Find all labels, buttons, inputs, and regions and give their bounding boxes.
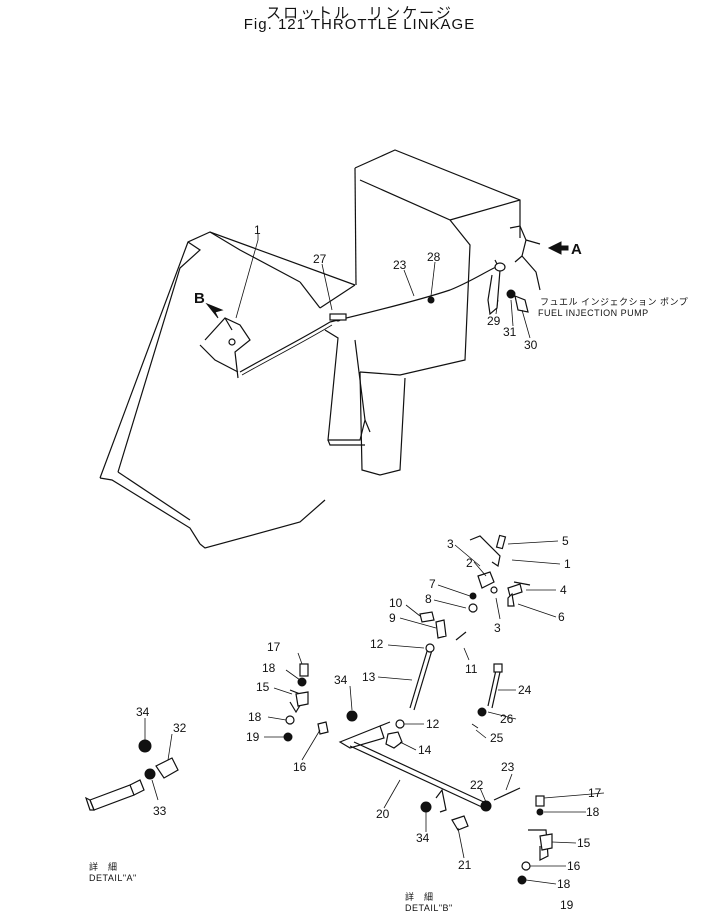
callout-18d: 18	[557, 877, 571, 891]
callout-1: 1	[254, 223, 261, 237]
callout-10: 10	[389, 596, 403, 610]
callout-6: 6	[558, 610, 565, 624]
callout-23b: 23	[501, 760, 515, 774]
pump-label-japanese: フュエル インジェクション ポンプ	[540, 297, 688, 307]
callout-18: 18	[262, 661, 276, 675]
callout-17b: 17	[588, 786, 602, 800]
pedal-linkage-main	[199, 313, 347, 379]
callout-22: 22	[470, 778, 484, 792]
fuel-injection-pump-lever	[427, 225, 541, 316]
callout-18b: 18	[248, 710, 262, 724]
detail-b-parts	[283, 534, 553, 885]
callout-26: 26	[500, 712, 514, 726]
callout-33: 33	[153, 804, 167, 818]
detail-a-parts	[84, 718, 179, 811]
callout-16: 16	[293, 760, 307, 774]
callout-20: 20	[376, 807, 390, 821]
callout-5: 5	[562, 534, 569, 548]
callout-3: 3	[447, 537, 454, 551]
pump-label: FUEL INJECTION PUMP	[538, 308, 649, 318]
figure-title: Fig. 121 THROTTLE LINKAGE	[243, 16, 476, 33]
callout-30: 30	[524, 338, 538, 352]
callout-14: 14	[418, 743, 432, 757]
callout-15: 15	[256, 680, 270, 694]
callout-24: 24	[518, 683, 532, 697]
callout-31: 31	[503, 325, 517, 339]
view-arrow-a-label: A	[571, 241, 582, 258]
callout-21: 21	[458, 858, 472, 872]
callout-15b: 15	[577, 836, 591, 850]
view-arrow-b-label: B	[194, 290, 205, 307]
callout-2: 2	[466, 556, 473, 570]
callout-12: 12	[370, 637, 384, 651]
callout-32: 32	[173, 721, 187, 735]
callout-4: 4	[560, 583, 567, 597]
callout-34b: 34	[136, 705, 150, 719]
callout-11: 11	[465, 662, 478, 676]
callout-23: 23	[393, 258, 407, 272]
callout-9: 9	[389, 611, 396, 625]
cab-body-outline	[99, 149, 521, 549]
callout-1-detail: 1	[564, 557, 571, 571]
callout-12b: 12	[426, 717, 440, 731]
callout-leaders-main	[235, 234, 531, 339]
callout-7: 7	[429, 577, 436, 591]
callout-34: 34	[334, 673, 348, 687]
callout-17: 17	[267, 640, 281, 654]
callout-16b: 16	[567, 859, 581, 873]
detail-b-caption-japanese: 詳 細	[405, 891, 434, 902]
callout-8: 8	[425, 592, 432, 606]
callout-27: 27	[313, 252, 327, 266]
callout-29: 29	[487, 314, 501, 328]
detail-b-caption: DETAIL"B"	[405, 903, 453, 913]
callout-18c: 18	[586, 805, 600, 819]
figure-title-japanese: スロットル リンケージ	[266, 5, 453, 22]
view-arrow-b: B	[194, 290, 224, 319]
detail-a-caption: DETAIL"A"	[89, 873, 137, 883]
detail-a-caption-japanese: 詳 細	[89, 861, 118, 872]
throttle-cable	[239, 264, 501, 376]
callout-34c: 34	[416, 831, 430, 845]
callout-leaders-detail-b	[264, 540, 605, 885]
callout-13: 13	[362, 670, 376, 684]
view-arrow-a: A	[547, 241, 582, 258]
callout-28: 28	[427, 250, 441, 264]
callout-3b: 3	[494, 621, 501, 635]
callout-19: 19	[246, 730, 260, 744]
callout-25: 25	[490, 731, 504, 745]
callout-19b: 19	[560, 898, 574, 912]
